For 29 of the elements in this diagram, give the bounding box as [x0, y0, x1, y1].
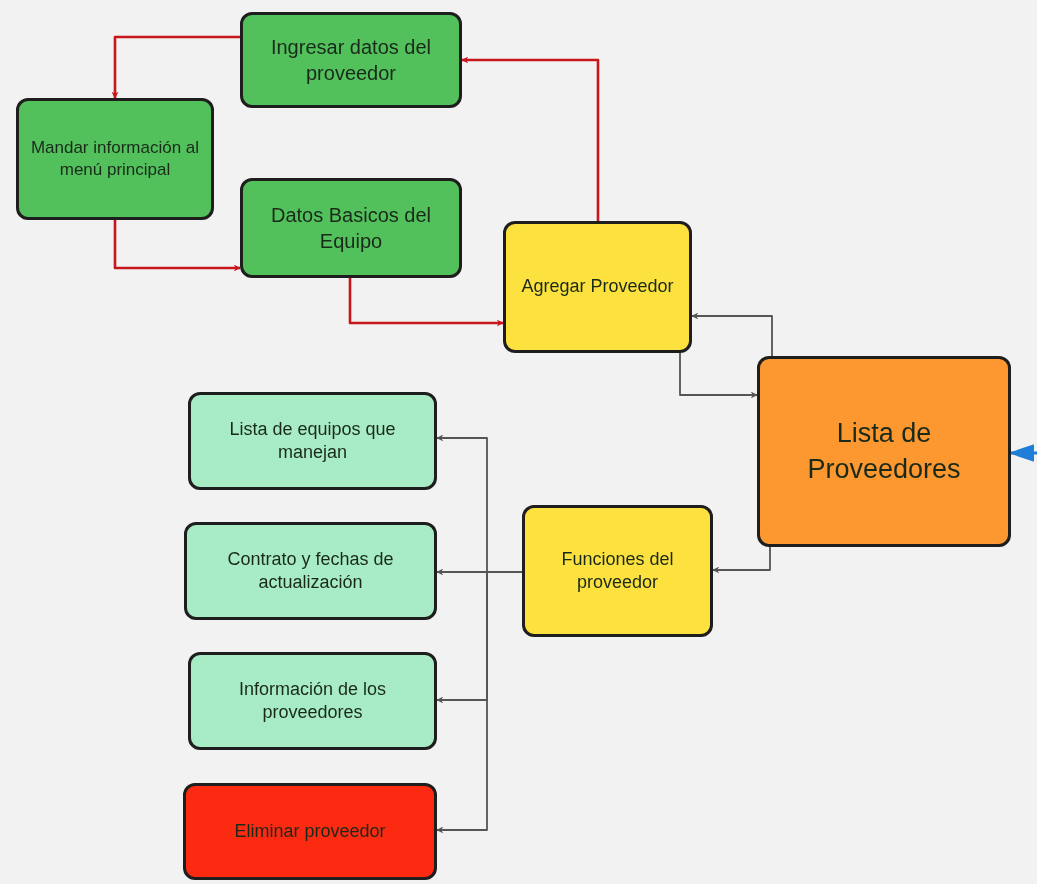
- process-box: [240, 178, 462, 278]
- box-label: Lista de equipos que manejan: [228, 417, 397, 464]
- box-label: Eliminar proveedor: [234, 819, 386, 843]
- process-box: [522, 505, 713, 637]
- box-label: Ingresar datos del proveedor: [269, 35, 433, 86]
- arrow: [1009, 444, 1037, 462]
- process-box: [240, 12, 462, 108]
- arrow: [712, 546, 771, 574]
- box-label: Mandar información al menú principal: [29, 136, 201, 181]
- arrow: [691, 312, 773, 357]
- process-box: [183, 783, 437, 880]
- process-box: [184, 522, 437, 620]
- box-label: Agregar Proveedor: [521, 275, 674, 299]
- box-label: Funciones del proveedor: [560, 547, 675, 594]
- arrow: [348, 278, 504, 327]
- box-label: Contrato y fechas de actualización: [226, 547, 395, 594]
- arrow: [111, 35, 240, 99]
- arrow: [113, 220, 241, 272]
- box-label: Datos Basicos del Equipo: [269, 203, 433, 254]
- arrow: [679, 352, 758, 399]
- process-box: [757, 356, 1011, 547]
- arrow: [436, 571, 523, 834]
- box-label: Información de los proveedores: [237, 677, 388, 724]
- process-box: [188, 652, 437, 750]
- process-box: [188, 392, 437, 490]
- arrow: [461, 56, 600, 221]
- process-box: [16, 98, 214, 220]
- process-box: [503, 221, 692, 353]
- box-label: Lista de Proveedores: [806, 417, 962, 486]
